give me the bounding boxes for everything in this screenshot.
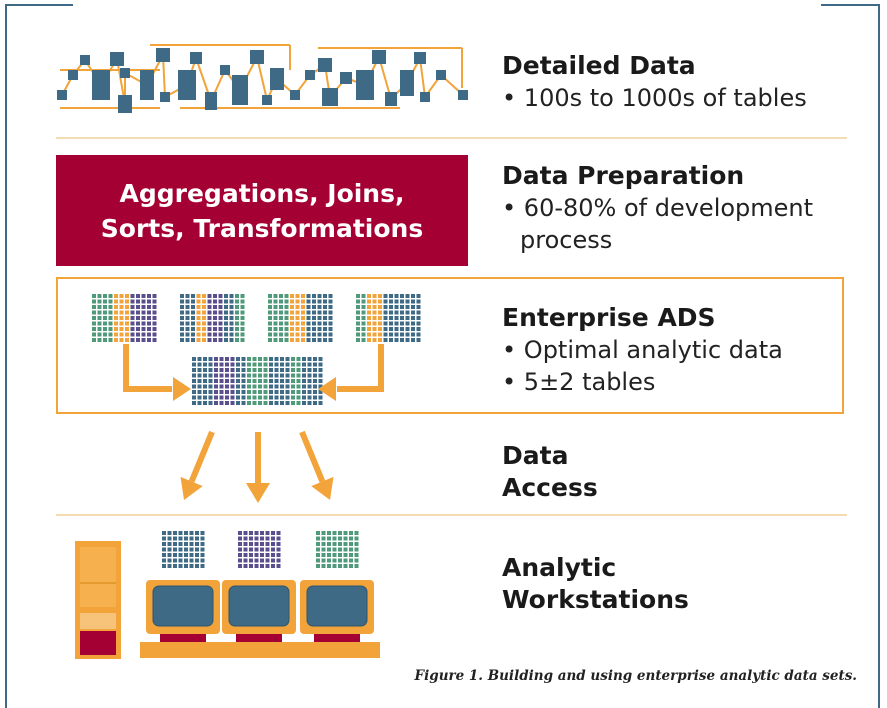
detailed-data-network-icon <box>57 44 468 113</box>
network-node-27 <box>414 52 426 64</box>
access-arrow-right-shaft <box>299 430 326 483</box>
enterprise-ads-section: Enterprise ADS Optimal analytic data 5±2… <box>502 302 783 398</box>
ads-source-table-4 <box>356 294 421 342</box>
analytic-workstations-section: Analytic Workstations <box>502 552 689 616</box>
network-link-27 <box>419 57 426 98</box>
figure-frame <box>5 4 880 708</box>
prep-box-line1: Aggregations, Joins, <box>119 178 405 208</box>
ads-combined-table <box>192 357 323 405</box>
prep-box-line2: Sorts, Transformations <box>100 213 424 243</box>
figure-caption: Figure 1. Building and using enterprise … <box>414 668 857 684</box>
network-node-12 <box>205 92 217 110</box>
workstation-1-keyboard <box>140 642 226 658</box>
network-node-25 <box>385 92 397 106</box>
data-preparation-bullet: 60-80% of development process <box>502 192 852 256</box>
frame-right-edge <box>878 4 880 708</box>
network-node-7 <box>140 70 154 100</box>
network-node-13 <box>220 65 230 75</box>
workstation-1-screen <box>152 585 214 627</box>
enterprise-ads-bullet-2: 5±2 tables <box>502 366 783 398</box>
server-tower-base <box>80 631 116 655</box>
network-node-19 <box>305 70 315 80</box>
workstation-1 <box>140 531 226 658</box>
network-node-8 <box>156 48 170 62</box>
data-access-title-line1: Data <box>502 441 569 470</box>
network-node-28 <box>420 92 430 102</box>
data-access-section: Data Access <box>502 440 598 504</box>
workstation-1-data-grid <box>162 531 205 568</box>
workstation-3 <box>294 531 380 658</box>
detailed-data-bullet: 100s to 1000s of tables <box>502 82 807 114</box>
ads-source-table-2 <box>180 294 245 342</box>
data-preparation-title: Data Preparation <box>502 161 745 190</box>
network-node-14 <box>232 75 248 105</box>
data-preparation-box: Aggregations, Joins, Sorts, Transformati… <box>56 155 468 266</box>
frame-top-left-edge <box>5 4 73 6</box>
network-node-30 <box>458 90 468 100</box>
network-node-26 <box>400 70 414 96</box>
workstation-3-screen <box>306 585 368 627</box>
access-arrow-right-head <box>311 476 334 500</box>
server-tower-panel <box>80 547 116 607</box>
analytic-workstations-title-line2: Workstations <box>502 585 689 614</box>
divider-detailed <box>56 137 847 139</box>
access-arrow-center-head <box>246 483 270 503</box>
data-access-title-line2: Access <box>502 473 598 502</box>
enterprise-ads-box <box>56 277 844 414</box>
network-node-4 <box>110 52 124 66</box>
network-node-6 <box>120 68 130 78</box>
network-node-10 <box>178 70 196 100</box>
divider-access <box>56 514 847 516</box>
workstation-icons <box>75 531 380 659</box>
workstation-3-stand <box>314 634 360 642</box>
network-node-11 <box>190 52 202 64</box>
workstation-2 <box>216 531 302 658</box>
network-node-21 <box>322 88 338 106</box>
frame-top-right-edge <box>821 4 880 6</box>
ads-source-table-1 <box>92 294 157 342</box>
network-node-23 <box>356 70 374 100</box>
workstation-2-data-grid <box>238 531 281 568</box>
network-node-2 <box>80 55 90 65</box>
access-arrow-left-shaft <box>188 430 215 483</box>
network-node-1 <box>68 70 78 80</box>
workstation-3-keyboard <box>294 642 380 658</box>
network-node-5 <box>118 95 132 113</box>
ads-arrow-right-shaft <box>337 344 384 392</box>
detailed-data-title: Detailed Data <box>502 51 696 80</box>
flow-arrows <box>123 344 384 503</box>
frame-left-edge <box>5 4 7 708</box>
enterprise-ads-bullet-1: Optimal analytic data <box>502 334 783 366</box>
workstation-2-keyboard <box>216 642 302 658</box>
workstation-2-screen <box>228 585 290 627</box>
enterprise-ads-title: Enterprise ADS <box>502 303 716 332</box>
ads-table-grids <box>92 294 421 405</box>
ads-arrow-right-head <box>318 377 336 401</box>
network-node-20 <box>318 58 332 72</box>
ads-arrow-left-shaft <box>123 344 172 392</box>
data-preparation-section: Data Preparation 60-80% of development p… <box>502 160 852 256</box>
network-node-17 <box>270 68 284 90</box>
network-node-22 <box>340 72 352 84</box>
network-node-29 <box>436 70 446 80</box>
network-node-9 <box>160 92 170 102</box>
server-tower-drive <box>80 613 116 629</box>
network-node-24 <box>372 50 386 64</box>
workstation-2-stand <box>236 634 282 642</box>
analytic-workstations-title-line1: Analytic <box>502 553 617 582</box>
workstation-3-data-grid <box>316 531 359 568</box>
network-node-3 <box>92 70 110 100</box>
ads-arrow-left-head <box>173 377 191 401</box>
network-link-15 <box>256 56 268 101</box>
detailed-data-section: Detailed Data 100s to 1000s of tables <box>502 50 807 114</box>
network-node-15 <box>250 50 264 64</box>
network-node-0 <box>57 90 67 100</box>
network-node-16 <box>262 95 272 105</box>
ads-source-table-3 <box>268 294 333 342</box>
network-node-18 <box>290 90 300 100</box>
access-arrow-left-head <box>180 476 203 500</box>
workstation-1-stand <box>160 634 206 642</box>
